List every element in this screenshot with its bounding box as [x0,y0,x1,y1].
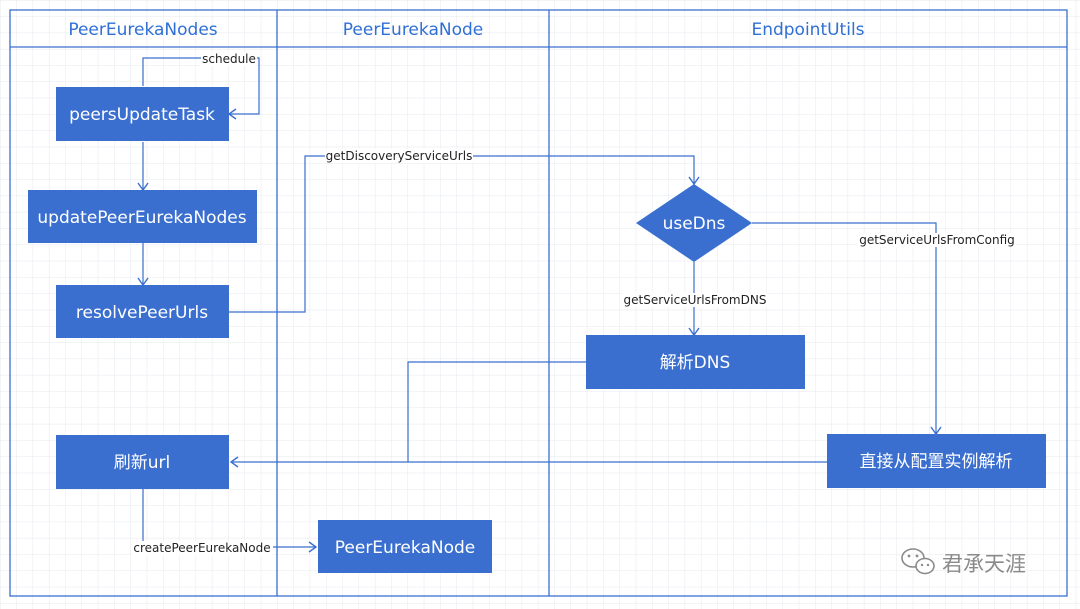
edge-get-discovery-urls [229,155,695,313]
lane-header-peereurekanode: PeerEurekaNode [343,20,483,40]
node-label-refresh-url: 刷新url [114,453,171,473]
node-refresh-url: 刷新url [56,435,229,489]
edge-schedule [142,57,260,115]
edge-label-schedule: schedule [202,52,256,66]
node-label-update-peer-eureka-nodes: updatePeerEurekaNodes [37,208,246,228]
node-resolve-from-config: 直接从配置实例解析 [827,434,1046,488]
node-label-peer-eureka-node: PeerEurekaNode [335,538,475,558]
edge-label-get-urls-from-config: getServiceUrlsFromConfig [859,233,1015,247]
node-update-peer-eureka-nodes: updatePeerEurekaNodes [28,190,257,243]
edge-get-urls-from-config [752,222,937,434]
lane-header-endpointutils: EndpointUtils [751,20,864,40]
node-label-resolve-from-config: 直接从配置实例解析 [860,452,1013,472]
node-peers-update-task: peersUpdateTask [56,87,229,141]
node-label-use-dns: useDns [663,214,726,234]
label-bg-get-discovery [325,149,473,163]
label-bg-config [858,233,1016,247]
label-bg-create [131,541,273,555]
label-bg-schedule [201,52,257,66]
node-label-peers-update-task: peersUpdateTask [69,105,215,125]
swimlane-frame [9,9,1068,597]
edge-label-get-urls-from-dns: getServiceUrlsFromDNS [624,293,767,307]
wechat-icon [901,548,935,575]
lane-header-peereurekanodes: PeerEurekaNodes [68,20,217,40]
label-bg-dns [622,293,768,307]
node-use-dns-decision: useDns [636,184,752,262]
node-resolve-dns: 解析DNS [586,335,805,389]
node-peer-eureka-node: PeerEurekaNode [318,520,492,573]
edge-label-get-discovery-urls: getDiscoveryServiceUrls [326,149,473,163]
watermark: 君承天涯 [901,548,1026,576]
node-label-resolve-dns: 解析DNS [660,353,731,373]
node-label-resolve-peer-urls: resolvePeerUrls [76,303,208,323]
watermark-text: 君承天涯 [942,552,1026,576]
edge-label-create-peer-node: createPeerEurekaNode [133,541,270,555]
edge-dns-to-refresh [407,361,586,462]
node-resolve-peer-urls: resolvePeerUrls [56,285,229,338]
